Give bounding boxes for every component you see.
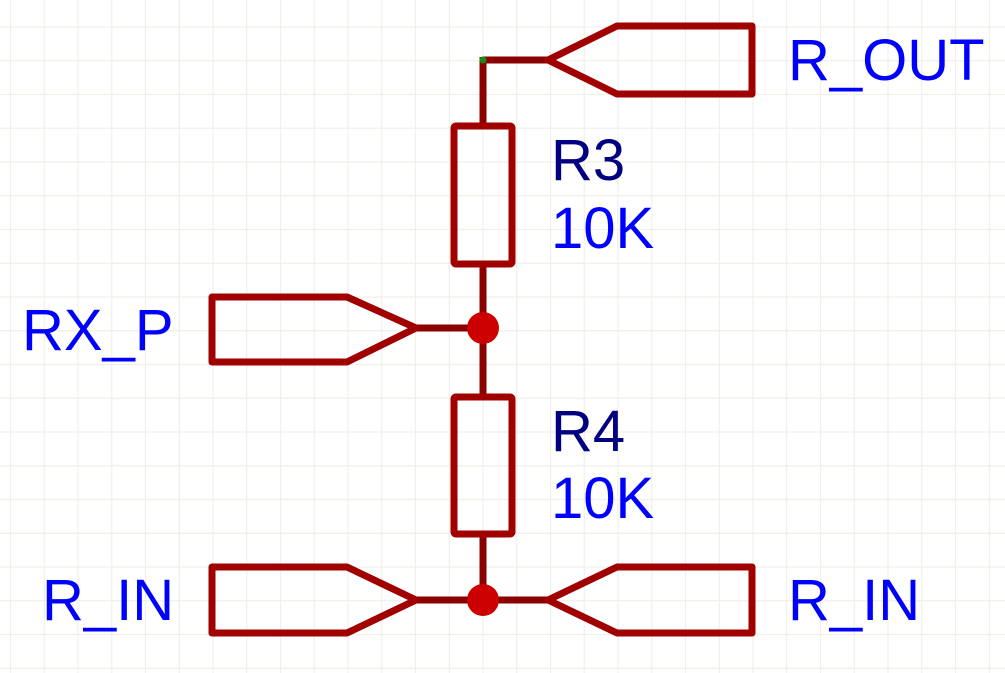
resistor-r4-value[interactable]: 10K [551, 466, 655, 531]
port-rx-p[interactable]: RX_P [22, 293, 420, 366]
port-rx-p-label[interactable]: RX_P [22, 298, 174, 363]
port-r-in-right[interactable]: R_IN [544, 563, 920, 637]
port-r-in-left-shape[interactable] [208, 563, 420, 637]
port-r-in-left[interactable]: R_IN [42, 563, 420, 637]
pin-end-dot [479, 56, 487, 64]
resistor-r4-body[interactable] [450, 393, 516, 538]
port-r-in-right-shape[interactable] [544, 563, 756, 637]
port-r-out[interactable]: R_OUT [544, 22, 985, 98]
port-r-out-label[interactable]: R_OUT [788, 28, 985, 93]
resistor-r3-value[interactable]: 10K [551, 196, 655, 261]
resistor-r3[interactable]: R3 10K [450, 122, 655, 268]
port-rx-p-shape[interactable] [208, 293, 420, 366]
junction-r-in[interactable] [467, 584, 499, 616]
resistor-r3-designator[interactable]: R3 [551, 128, 625, 193]
resistor-r3-body[interactable] [450, 122, 516, 268]
junction-rx-p[interactable] [467, 312, 499, 344]
resistor-r4[interactable]: R4 10K [450, 393, 655, 538]
resistor-r4-designator[interactable]: R4 [551, 399, 625, 464]
port-r-in-right-label[interactable]: R_IN [788, 568, 920, 633]
port-r-out-shape[interactable] [544, 22, 756, 98]
port-r-in-left-label[interactable]: R_IN [42, 568, 174, 633]
